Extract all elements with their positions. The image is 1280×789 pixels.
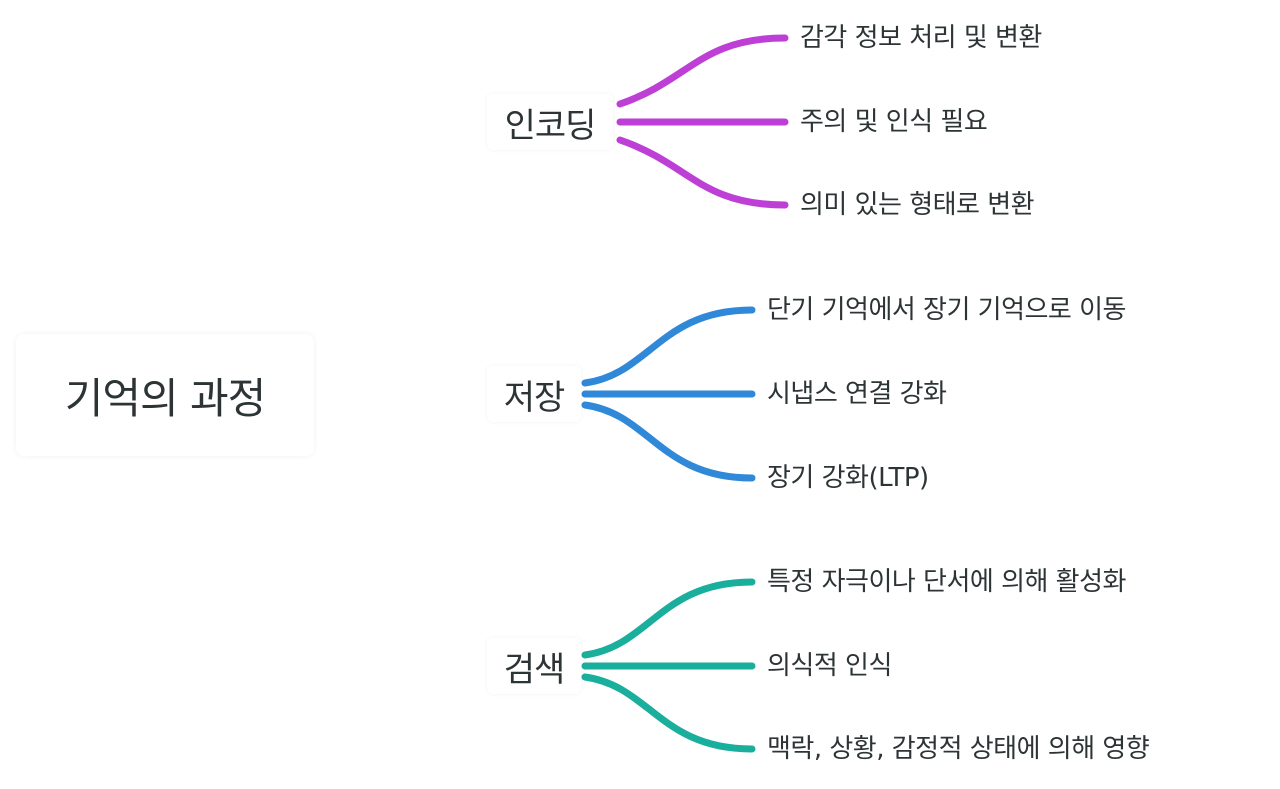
leaf-node[interactable]: 의식적 인식: [767, 651, 892, 681]
leaf-node[interactable]: 특정 자극이나 단서에 의해 활성화: [767, 567, 1126, 597]
leaf-node[interactable]: 의미 있는 형태로 변환: [800, 190, 1035, 220]
edge-storage-transfer: [581, 306, 756, 387]
branch-label: 인코딩: [504, 105, 597, 146]
branch-node-storage[interactable]: 저장: [487, 366, 581, 422]
branch-node-encoding[interactable]: 인코딩: [487, 94, 613, 150]
root-label: 기억의 과정: [64, 373, 267, 423]
edge-retrieval-cue: [581, 578, 756, 659]
leaf-node[interactable]: 단기 기억에서 장기 기억으로 이동: [767, 295, 1126, 325]
leaf-node[interactable]: 맥락, 상황, 감정적 상태에 의해 영향: [767, 734, 1150, 764]
branch-label: 검색: [503, 649, 566, 690]
edge-encoding-sensory: [616, 34, 789, 108]
edge-retrieval-context: [581, 673, 756, 753]
leaf-node[interactable]: 주의 및 인식 필요: [800, 107, 988, 137]
leaf-node[interactable]: 감각 정보 처리 및 변환: [800, 23, 1042, 53]
root-node[interactable]: 기억의 과정: [16, 334, 314, 456]
edge-storage-ltp: [581, 401, 756, 482]
leaf-node[interactable]: 시냅스 연결 강화: [767, 379, 947, 409]
branch-label: 저장: [503, 377, 566, 418]
branch-node-retrieval[interactable]: 검색: [487, 638, 581, 694]
edge-encoding-meaningful: [616, 136, 789, 209]
leaf-node[interactable]: 장기 강화(LTP): [767, 463, 929, 493]
